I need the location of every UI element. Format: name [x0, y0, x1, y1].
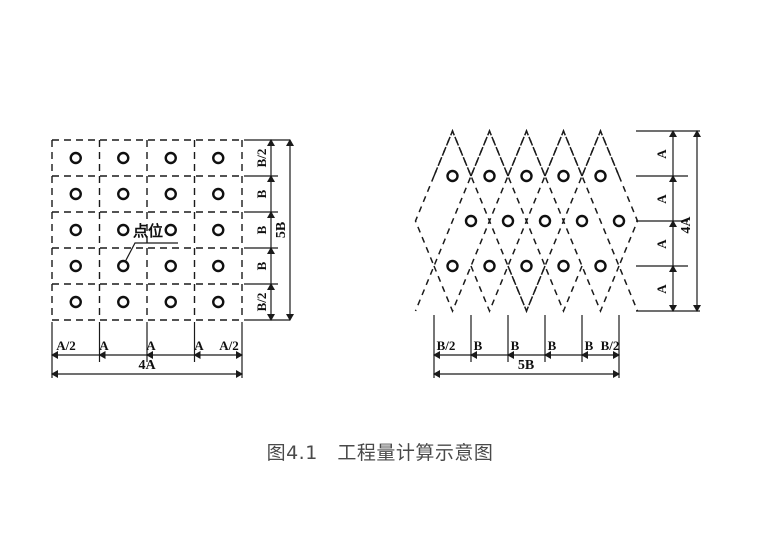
dim-label: A: [654, 149, 669, 159]
dim-label: B: [474, 338, 483, 353]
dim-label: B: [585, 338, 594, 353]
point-circle: [501, 214, 515, 228]
right-point-circles: [446, 169, 626, 273]
point-circle: [212, 151, 225, 165]
dim-label: A: [146, 338, 156, 353]
right-diagram-group: A A A A 4A: [414, 129, 701, 378]
point-label-text: 点位: [133, 222, 163, 240]
point-circle: [612, 214, 626, 228]
dim-label: B/2: [437, 338, 456, 353]
dim-label: A/2: [56, 338, 76, 353]
point-circle: [575, 214, 589, 228]
point-circle: [483, 259, 496, 273]
left-horizontal-dimension-labels: A/2 A A A A/2 4A: [56, 338, 239, 373]
point-circle: [557, 259, 570, 273]
point-circle: [538, 214, 552, 228]
point-circle: [164, 151, 177, 165]
point-circle: [69, 223, 82, 237]
point-circle: [212, 223, 225, 237]
point-circle: [594, 259, 607, 273]
point-circle: [117, 295, 130, 309]
point-circle: [164, 223, 177, 237]
point-circle: [212, 259, 225, 273]
point-circle: [594, 169, 607, 183]
dim-label: B/2: [254, 293, 269, 312]
left-grid-dashed-lines: [51, 139, 243, 321]
point-circle: [117, 223, 130, 237]
point-circle: [557, 169, 570, 183]
point-circle-annotated: [117, 259, 130, 273]
point-circle: [117, 151, 130, 165]
dim-total-label: 5B: [518, 358, 534, 373]
dim-label: A: [654, 239, 669, 249]
right-horizontal-dimension-chain: [433, 315, 620, 378]
right-horizontal-dimension-labels: B/2 B B B B B/2 5B: [437, 338, 620, 373]
dim-total-label: 4A: [138, 358, 156, 373]
dim-total-label: 5B: [274, 222, 289, 238]
right-diamond-lattice: [414, 129, 639, 313]
dim-label: A/2: [219, 338, 239, 353]
dim-label: B: [254, 189, 269, 198]
dim-label: B/2: [601, 338, 620, 353]
point-circle: [164, 187, 177, 201]
left-point-circles: [69, 151, 225, 309]
dim-label: A: [99, 338, 109, 353]
point-circle: [446, 259, 459, 273]
point-circle: [164, 295, 177, 309]
right-vertical-dimension-chain: [636, 130, 701, 312]
point-circle-annotated: [69, 259, 82, 273]
dim-label: B: [548, 338, 557, 353]
point-circle: [446, 169, 459, 183]
point-circle: [212, 187, 225, 201]
left-diagram-group: 点位 B/2 B B: [51, 139, 294, 378]
dim-label: B: [254, 225, 269, 234]
right-vertical-dimension-labels: A A A A 4A: [654, 149, 694, 294]
left-horizontal-dimension-chain: [51, 322, 243, 378]
point-circle: [212, 295, 225, 309]
left-vertical-dimension-labels: B/2 B B B B/2 5B: [254, 149, 289, 312]
dim-label: B: [254, 261, 269, 270]
dim-label: B: [511, 338, 520, 353]
dim-label: A: [654, 284, 669, 294]
point-circle: [69, 151, 82, 165]
left-vertical-dimension-chain: [244, 139, 294, 321]
figure-caption: 图4.1 工程量计算示意图: [266, 442, 494, 464]
point-circle: [520, 169, 533, 183]
point-circle: [464, 214, 478, 228]
point-circle: [117, 187, 130, 201]
point-circle: [164, 259, 177, 273]
point-label-leader-line: [124, 242, 178, 263]
dim-label: B/2: [254, 149, 269, 168]
dim-label: A: [194, 338, 204, 353]
dim-label: A: [654, 194, 669, 204]
dim-total-label: 4A: [679, 216, 694, 234]
point-circle: [69, 187, 82, 201]
point-circle: [520, 259, 533, 273]
point-circle: [69, 295, 82, 309]
point-circle: [483, 169, 496, 183]
